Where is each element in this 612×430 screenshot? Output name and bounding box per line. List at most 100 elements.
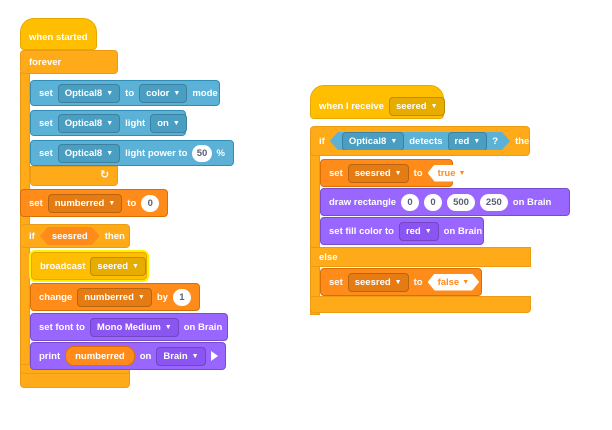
sensor-value: Optical8 xyxy=(348,135,387,147)
caret-down-icon: ▼ xyxy=(132,262,139,270)
variable-value: seesred xyxy=(354,167,391,179)
set-label: set xyxy=(329,276,343,288)
variable-value: numberred xyxy=(84,291,134,303)
on-brain-label: on Brain xyxy=(183,321,223,333)
broadcast-label: broadcast xyxy=(40,260,86,272)
color-dropdown[interactable]: red▼ xyxy=(398,221,439,241)
to-label: to xyxy=(413,167,423,179)
sensor-dropdown[interactable]: Optical8▼ xyxy=(57,83,121,103)
if-arm xyxy=(20,240,30,370)
sensor-value: Optical8 xyxy=(64,147,103,159)
sensor-dropdown[interactable]: Optical8▼ xyxy=(57,143,121,163)
variable-dropdown[interactable]: numberred▼ xyxy=(47,193,123,213)
boolean-value: false xyxy=(437,276,460,288)
set-label: set xyxy=(329,167,343,179)
set-mode-block[interactable]: set Optical8▼ to color▼ mode xyxy=(30,80,220,106)
when-receive-label: when I receive xyxy=(319,100,384,112)
light-state-value: on xyxy=(157,117,169,129)
sensor-dropdown[interactable]: Optical8▼ xyxy=(342,132,404,151)
caret-down-icon: ▼ xyxy=(173,89,181,97)
seesred-reporter[interactable]: seesred xyxy=(40,227,100,245)
set-fill-label: set fill color to xyxy=(329,225,394,237)
set-seesred-true-block[interactable]: set seesred▼ to true▼ xyxy=(320,159,453,187)
x-input[interactable]: 0 xyxy=(401,193,420,211)
to-label: to xyxy=(127,197,137,209)
sensor-dropdown[interactable]: Optical8▼ xyxy=(57,113,121,133)
set-seesred-false-block[interactable]: set seesred▼ to false▼ xyxy=(320,268,482,296)
variable-value: seesred xyxy=(354,276,391,288)
forever-label: forever xyxy=(29,56,62,68)
caret-down-icon: ▼ xyxy=(172,119,180,127)
message-dropdown[interactable]: seered▼ xyxy=(90,256,146,276)
draw-rectangle-block[interactable]: draw rectangle 0 0 500 250 on Brain xyxy=(320,188,570,216)
print-block[interactable]: print numberred on Brain▼ xyxy=(30,342,226,370)
change-numberred-block[interactable]: change numberred▼ by 1 xyxy=(30,283,200,311)
caret-down-icon: ▼ xyxy=(108,199,116,207)
else-label: else xyxy=(319,251,338,263)
boolean-value: true xyxy=(437,167,456,179)
set-label: set xyxy=(39,87,53,99)
y-input[interactable]: 0 xyxy=(424,193,443,211)
if-label: if xyxy=(29,230,35,242)
value-input[interactable]: 1 xyxy=(172,288,191,306)
numberred-reporter[interactable]: numberred xyxy=(65,346,135,366)
set-label: set xyxy=(39,117,53,129)
boolean-dropdown[interactable]: true▼ xyxy=(428,165,476,182)
set-label: set xyxy=(39,147,53,159)
mode-dropdown[interactable]: color▼ xyxy=(139,83,188,103)
font-dropdown[interactable]: Mono Medium▼ xyxy=(89,317,179,337)
on-label: on xyxy=(139,350,152,362)
sensor-value: Optical8 xyxy=(64,117,103,129)
caret-down-icon: ▼ xyxy=(394,278,402,286)
variable-value: numberred xyxy=(54,197,105,209)
message-value: seered xyxy=(395,100,427,112)
target-dropdown[interactable]: Brain▼ xyxy=(156,346,206,366)
mode-label: mode xyxy=(192,87,218,99)
to-label: to xyxy=(413,276,423,288)
width-input[interactable]: 500 xyxy=(447,193,475,211)
message-value: seered xyxy=(97,260,129,272)
caret-down-icon: ▼ xyxy=(390,137,398,145)
message-dropdown[interactable]: seered▼ xyxy=(388,96,445,116)
height-input[interactable]: 250 xyxy=(479,193,508,211)
variable-dropdown[interactable]: seesred▼ xyxy=(347,163,409,183)
light-power-label: light power to xyxy=(125,147,188,159)
forever-block[interactable]: forever xyxy=(20,50,118,74)
if-block[interactable]: if Optical8▼ detects red▼ ? then xyxy=(310,126,535,156)
change-label: change xyxy=(39,291,73,303)
variable-dropdown[interactable]: seesred▼ xyxy=(347,272,409,292)
set-light-power-block[interactable]: set Optical8▼ light power to 50 % xyxy=(30,140,234,166)
broadcast-block[interactable]: broadcast seered▼ xyxy=(31,252,147,280)
power-input[interactable]: 50 xyxy=(192,144,212,162)
boolean-dropdown[interactable]: false▼ xyxy=(428,274,480,291)
play-arrow-icon xyxy=(210,351,218,361)
set-font-block[interactable]: set font to Mono Medium▼ on Brain xyxy=(30,313,228,341)
when-i-receive-hat[interactable]: when I receive seered▼ xyxy=(310,85,445,119)
by-label: by xyxy=(156,291,168,303)
if-else-bottom xyxy=(310,296,531,313)
detects-color-reporter[interactable]: Optical8▼ detects red▼ ? xyxy=(330,132,510,150)
variable-dropdown[interactable]: numberred▼ xyxy=(77,287,152,307)
caret-down-icon: ▼ xyxy=(430,102,438,110)
when-started-hat[interactable]: when started xyxy=(20,18,97,50)
if-block[interactable]: if seesred then xyxy=(20,224,130,248)
set-font-label: set font to xyxy=(39,321,85,333)
font-value: Mono Medium xyxy=(96,321,161,333)
if-label: if xyxy=(319,135,325,147)
sensor-value: Optical8 xyxy=(64,87,103,99)
value-input[interactable]: 0 xyxy=(141,194,160,212)
caret-down-icon: ▼ xyxy=(137,293,145,301)
detects-label: detects xyxy=(409,135,443,147)
light-state-dropdown[interactable]: on▼ xyxy=(150,113,187,133)
caret-down-icon: ▼ xyxy=(106,119,114,127)
color-dropdown[interactable]: red▼ xyxy=(448,132,488,151)
caret-down-icon: ▼ xyxy=(462,278,470,286)
color-value: red xyxy=(454,135,470,147)
set-fill-color-block[interactable]: set fill color to red▼ on Brain xyxy=(320,217,484,245)
set-numberred-block[interactable]: set numberred▼ to 0 xyxy=(20,189,168,217)
else-block: else xyxy=(310,247,531,267)
light-label: light xyxy=(125,117,146,129)
set-light-block[interactable]: set Optical8▼ light on▼ xyxy=(30,110,187,136)
caret-down-icon: ▼ xyxy=(191,352,199,360)
caret-down-icon: ▼ xyxy=(106,149,114,157)
